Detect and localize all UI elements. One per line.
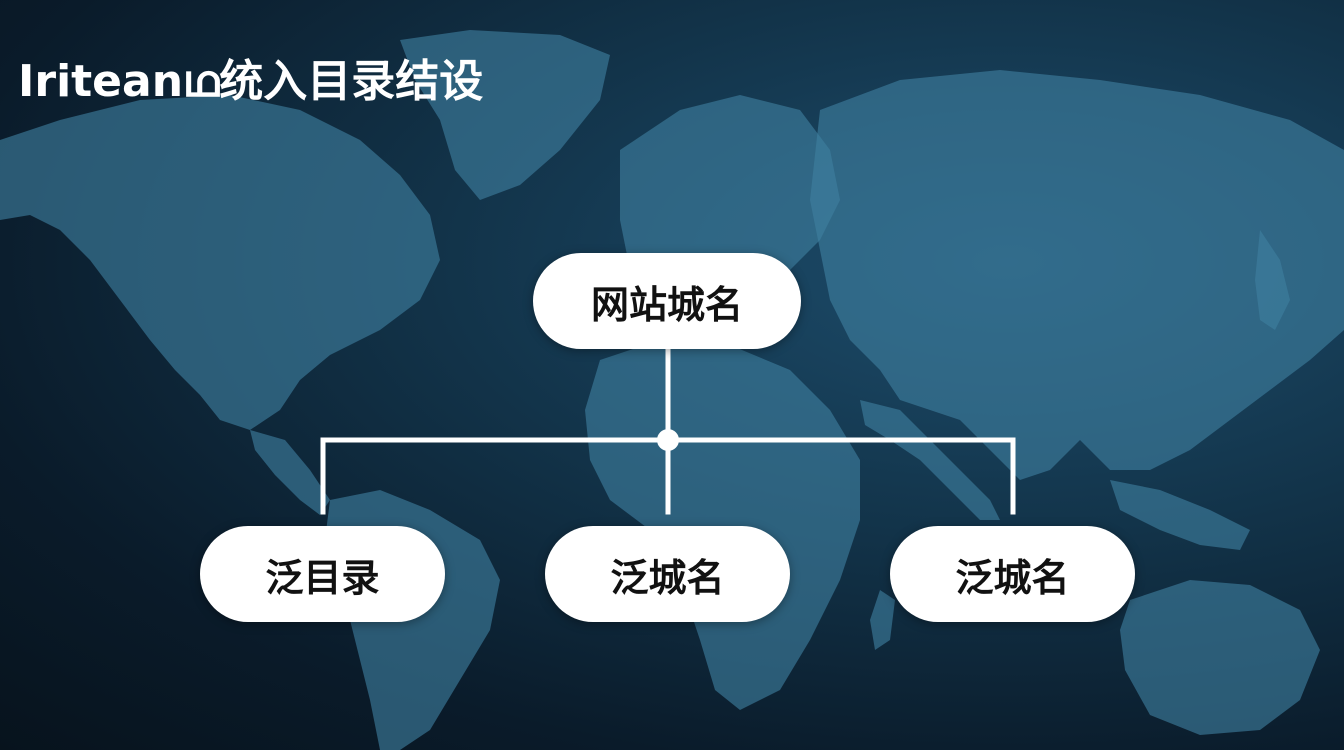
region-madagascar	[870, 590, 895, 650]
node-child-right: 泛城名	[890, 526, 1135, 622]
connector-junction-dot	[657, 429, 679, 451]
continent-asia	[810, 70, 1344, 480]
continent-greenland	[400, 30, 610, 200]
continent-central-america	[250, 430, 330, 515]
continent-australia	[1120, 580, 1320, 735]
node-root-label: 网站城名	[590, 282, 743, 327]
page-title: Iriteanഥ统入目录结设	[18, 56, 484, 107]
region-southeast-asia	[1110, 480, 1250, 550]
node-child-middle-label: 泛城名	[610, 555, 725, 600]
continent-africa	[585, 340, 860, 710]
node-root: 网站城名	[533, 253, 801, 349]
node-child-middle: 泛城名	[545, 526, 790, 622]
node-child-right-label: 泛城名	[955, 555, 1070, 600]
node-child-left-label: 泛目录	[265, 555, 380, 600]
node-child-left: 泛目录	[200, 526, 445, 622]
region-japan	[1255, 230, 1290, 330]
region-south-asia	[860, 400, 1000, 520]
continent-north-america	[0, 95, 440, 430]
